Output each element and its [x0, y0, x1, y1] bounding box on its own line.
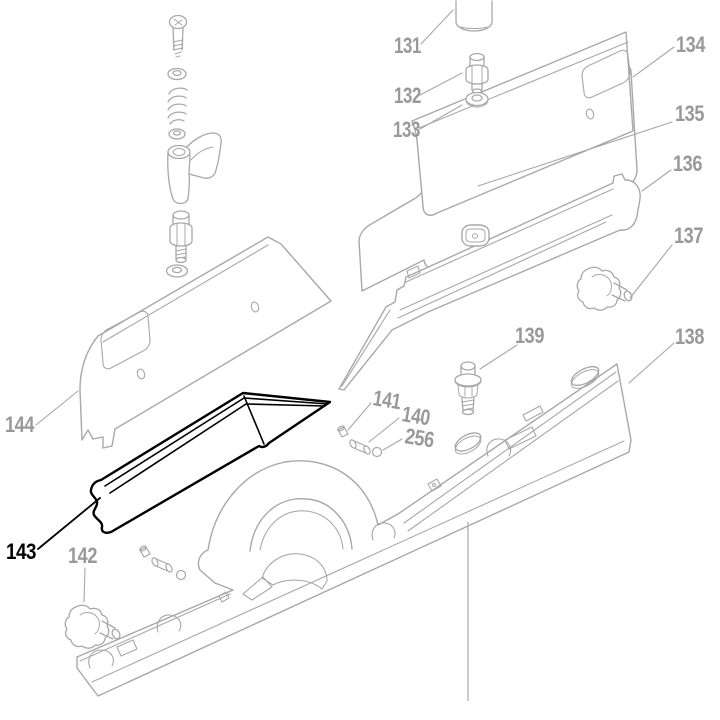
leader-lines	[35, 9, 675, 603]
leader-141	[347, 402, 372, 431]
leader-138	[628, 342, 675, 384]
part-134-fence-plate	[411, 31, 634, 216]
leader-132	[419, 72, 463, 96]
part-label-143-highlighted: 143	[6, 539, 36, 564]
part-label-134: 134	[676, 32, 706, 57]
lock-lever-icon	[167, 132, 222, 205]
leader-143-highlighted	[37, 497, 101, 550]
leader-134	[632, 46, 675, 78]
part-140-pin	[349, 439, 371, 455]
leader-139	[479, 344, 518, 370]
screw-icon	[168, 14, 188, 58]
part-142-clamp-knob	[64, 604, 121, 649]
leader-137	[629, 244, 673, 299]
part-label-138: 138	[675, 324, 704, 349]
part-label-133: 133	[393, 117, 420, 142]
part-label-136: 136	[673, 151, 702, 176]
leader-135	[477, 121, 673, 187]
part-label-142: 142	[68, 543, 97, 568]
part-138-base-rail	[76, 363, 632, 697]
fastener-stack	[165, 14, 222, 278]
leader-131	[420, 9, 454, 45]
part-label-131: 131	[394, 33, 421, 58]
part-label-144: 144	[5, 412, 35, 437]
washer-icon	[165, 264, 189, 278]
leader-256	[382, 438, 403, 451]
part-143-sub-fence-highlighted	[89, 391, 332, 534]
part-label-256: 256	[403, 423, 436, 452]
part-144-fence-plate	[79, 236, 332, 449]
leader-133	[419, 104, 463, 130]
leader-136	[641, 169, 672, 192]
part-256-ball	[371, 446, 383, 458]
part-133-washer	[465, 91, 489, 108]
spring-icon	[167, 87, 188, 125]
leader-144	[35, 390, 79, 426]
part-label-141: 141	[371, 385, 403, 414]
part-141-set-screw	[337, 425, 349, 438]
clamp-pad	[461, 224, 490, 247]
part-label-140: 140	[400, 401, 432, 430]
part-number-labels: 131 132 133 134 135 136 137 138 139 141 …	[5, 32, 707, 568]
part-label-135: 135	[675, 101, 704, 126]
stud-bolt-icon	[169, 210, 193, 264]
washer-icon	[168, 128, 186, 140]
set-screw-pin-ball-group	[139, 545, 187, 581]
part-label-132: 132	[394, 83, 421, 108]
part-137-clamp-knob	[576, 266, 633, 311]
part-139-bolt	[454, 361, 482, 416]
part-label-139: 139	[515, 323, 544, 348]
part-136-guide-rail	[338, 173, 641, 391]
leader-140	[368, 417, 400, 443]
washer-icon	[167, 67, 187, 81]
leader-142	[83, 567, 86, 603]
part-131-sleeve	[455, 0, 493, 32]
part-132-bolt	[465, 52, 489, 94]
part-label-137: 137	[674, 223, 703, 248]
